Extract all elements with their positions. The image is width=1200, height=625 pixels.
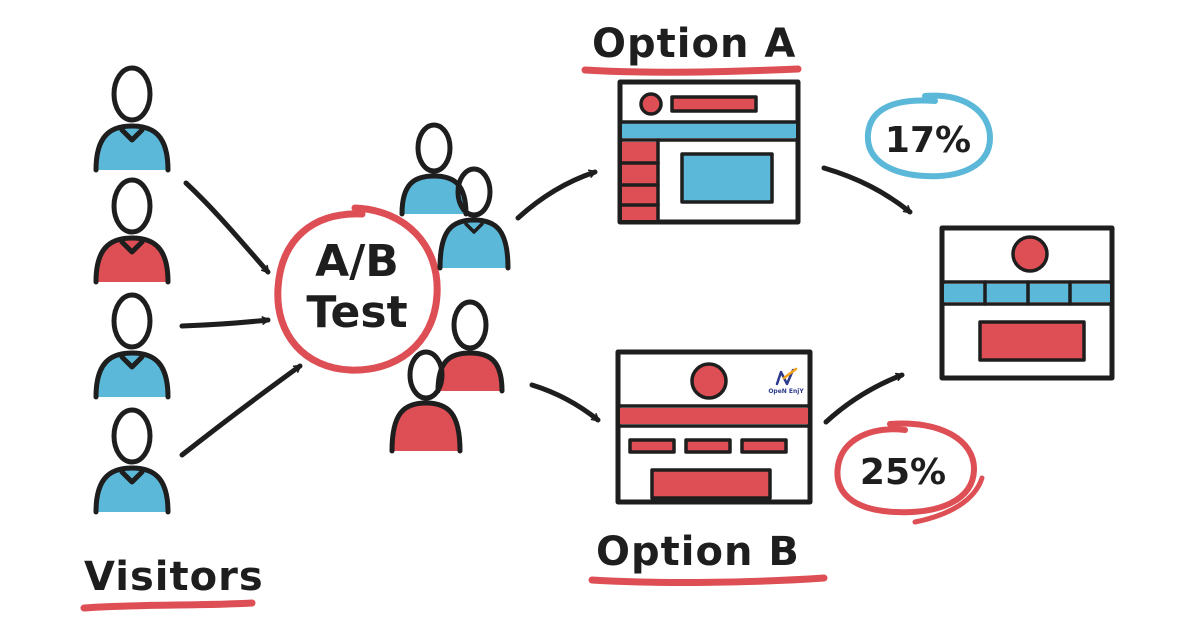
visitor-person-4	[93, 407, 171, 515]
group-a-person-front	[437, 166, 511, 271]
group-a	[399, 122, 511, 271]
option-a-rate: 17%	[885, 120, 971, 161]
content-block	[682, 154, 772, 202]
cta-block	[652, 470, 770, 498]
ab-test-circle	[274, 204, 441, 374]
visitor-head-icon	[455, 166, 493, 218]
visitor-head-icon	[415, 122, 453, 174]
nav-band	[622, 123, 796, 138]
option-b-rate-badge: 25%	[834, 420, 985, 525]
visitor-head-icon	[451, 299, 489, 351]
header-title-block	[672, 97, 756, 111]
visitor-body-icon	[402, 176, 466, 214]
option-b-label: Option B	[596, 529, 800, 575]
visitor-body-icon	[96, 126, 168, 170]
visitors-underline	[80, 599, 256, 612]
visitor-body-icon	[438, 353, 502, 391]
visitor-body-icon	[440, 220, 508, 268]
brand-logo: OpeN EnjY	[768, 367, 804, 395]
visitor-head-icon	[111, 407, 153, 465]
visitor-arrows	[179, 180, 303, 458]
ab-test-label-line1: A/B	[315, 236, 399, 287]
visitor-head-icon	[111, 292, 153, 350]
nav-button-3	[742, 440, 786, 452]
visitor-head-icon	[111, 177, 153, 235]
visitors-column	[93, 65, 171, 515]
visitor-body-icon	[96, 353, 168, 397]
visitor-body-icon	[96, 238, 168, 282]
arrow-option-a-to-result	[821, 165, 913, 215]
arrow-to-option-a	[515, 169, 598, 221]
sidebar-block	[622, 142, 658, 220]
logo-dot-icon	[641, 94, 661, 114]
ab-test-label-line2: Test	[306, 287, 407, 338]
arrow-icon	[183, 180, 271, 275]
option-a-page	[617, 79, 801, 225]
result-page	[939, 225, 1115, 381]
arrow-icon	[179, 316, 271, 329]
brand-logo-text: OpeN EnjY	[768, 388, 804, 395]
group-b	[389, 299, 505, 454]
option-b-underline	[588, 574, 828, 586]
group-b-person-back	[435, 299, 505, 394]
visitor-body-icon	[392, 403, 460, 451]
logo-circle-icon	[692, 364, 726, 398]
visitor-person-3	[93, 292, 171, 400]
ab-test-node: A/B Test	[274, 204, 441, 374]
arrow-option-b-to-result	[823, 372, 905, 425]
visitor-person-2	[93, 177, 171, 285]
nav-button-1	[630, 440, 674, 452]
visitor-head-icon	[111, 65, 153, 123]
visitor-person-1	[93, 65, 171, 173]
result-logo-circle-icon	[1013, 237, 1047, 271]
visitor-head-icon	[407, 349, 445, 401]
group-b-person-front	[389, 349, 463, 454]
nav-button-2	[686, 440, 730, 452]
option-b-rate: 25%	[860, 452, 946, 493]
visitors-label: Visitors	[84, 554, 264, 600]
option-a-underline	[581, 65, 802, 76]
option-a-rate-badge: 17%	[864, 92, 994, 180]
arrow-icon	[179, 363, 303, 458]
banner-band	[620, 408, 808, 424]
group-a-person-back	[399, 122, 469, 217]
arrow-to-option-b	[529, 382, 601, 423]
visitor-body-icon	[96, 468, 168, 512]
option-a-label: Option A	[592, 21, 796, 67]
result-cta-block	[980, 322, 1084, 360]
option-b-page: OpeN EnjY	[615, 349, 813, 505]
